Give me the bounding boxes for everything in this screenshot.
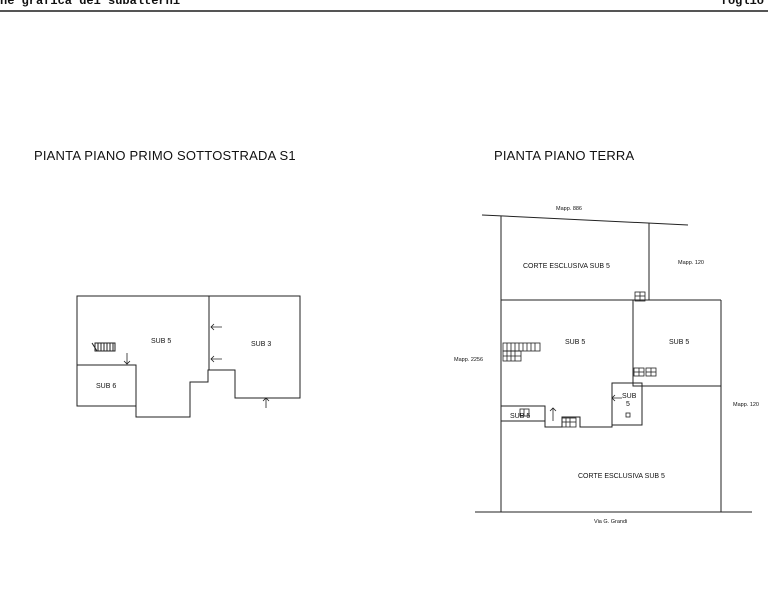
label-pt-sub5-box-b: 5 [626, 401, 630, 408]
label-corte-bottom: CORTE ESCLUSIVA SUB 5 [578, 473, 665, 480]
label-pt-sub5-box-a: SUB [622, 393, 637, 400]
label-mapp-2256: Mapp. 2256 [454, 357, 483, 363]
plan-s1-labels: SUB 5 SUB 3 SUB 6 [96, 338, 271, 390]
label-via-grandi: Via G. Grandi [594, 519, 627, 525]
plan-s1-title: PIANTA PIANO PRIMO SOTTOSTRADA S1 [34, 148, 296, 163]
plan-s1-outline [76, 295, 301, 418]
label-mapp-120-top: Mapp. 120 [678, 260, 704, 266]
label-pt-sub5-right: SUB 5 [669, 339, 689, 346]
label-mapp-120-right: Mapp. 120 [733, 402, 759, 408]
plan-s1-stair [91, 342, 116, 352]
plan-ground-title: PIANTA PIANO TERRA [494, 148, 635, 163]
label-pt-sub5-small: SUB 5 [510, 413, 530, 420]
plan-ground-stairs [502, 291, 657, 428]
header-title: ne grafica dei subalterni [0, 0, 181, 8]
plan-ground-arrows [549, 394, 631, 421]
document-header: ne grafica dei subalterni foglio [0, 0, 768, 12]
label-s1-sub3: SUB 3 [251, 341, 271, 348]
label-mapp-886: Mapp. 886 [556, 206, 582, 212]
plan-s1-arrows [123, 323, 270, 408]
plan-ground-outline [475, 214, 752, 513]
label-pt-sub5-left: SUB 5 [565, 339, 585, 346]
label-s1-sub5: SUB 5 [151, 338, 171, 345]
label-s1-sub6: SUB 6 [96, 383, 116, 390]
header-sheet-label: foglio [720, 0, 764, 8]
plan-ground-labels: Mapp. 886 CORTE ESCLUSIVA SUB 5 Mapp. 12… [454, 206, 759, 525]
label-corte-top: CORTE ESCLUSIVA SUB 5 [523, 263, 610, 270]
